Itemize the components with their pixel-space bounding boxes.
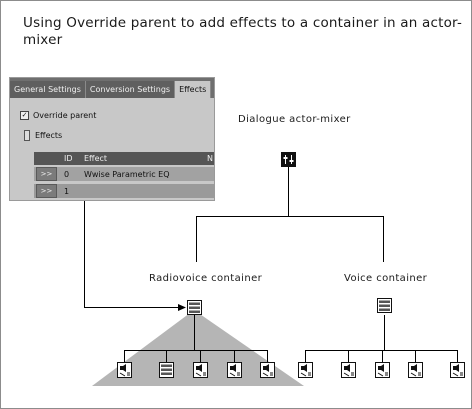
sound-icon <box>298 362 313 378</box>
effect-scope-triangle <box>92 310 304 386</box>
effects-group-label: Effects <box>35 131 63 140</box>
effects-table-header: ID Effect N <box>34 152 214 165</box>
sound-icon <box>227 362 242 378</box>
effect-id: 1 <box>64 186 70 196</box>
effect-id: 0 <box>64 169 70 179</box>
container-icon <box>159 362 174 378</box>
column-id[interactable]: ID <box>64 154 73 163</box>
column-n[interactable]: N <box>207 154 213 163</box>
override-parent-label: Override parent <box>33 111 97 120</box>
sound-icon <box>450 362 465 378</box>
diagram-title: Using Override parent to add effects to … <box>23 15 463 48</box>
table-row[interactable]: >> 0 Wwise Parametric EQ <box>34 167 214 181</box>
sound-icon <box>375 362 390 378</box>
radiovoice-container-label: Radiovoice container <box>149 273 263 284</box>
sound-icon <box>193 362 208 378</box>
actor-mixer-label: Dialogue actor-mixer <box>238 114 351 125</box>
effects-group: Effects <box>24 130 62 141</box>
callout-arrowhead <box>178 304 186 311</box>
tab-bar: General Settings Conversion Settings Eff… <box>10 78 214 98</box>
table-row[interactable]: >> 1 <box>34 184 214 198</box>
checkmark-icon[interactable]: ✓ <box>20 111 29 120</box>
property-editor-panel: General Settings Conversion Settings Eff… <box>10 78 214 200</box>
tab-effects[interactable]: Effects <box>175 81 212 98</box>
effect-browse-button[interactable]: >> <box>36 167 57 181</box>
container-icon <box>187 300 202 315</box>
override-parent-checkbox[interactable]: ✓ Override parent <box>20 111 96 120</box>
column-effect[interactable]: Effect <box>84 154 108 163</box>
sound-icon <box>260 362 275 378</box>
container-icon <box>377 298 392 313</box>
actor-mixer-icon <box>281 152 296 167</box>
collapse-icon[interactable] <box>24 130 30 141</box>
tab-conversion-settings[interactable]: Conversion Settings <box>85 81 176 98</box>
sound-icon <box>117 362 132 378</box>
voice-container-label: Voice container <box>344 273 428 284</box>
sound-icon <box>341 362 356 378</box>
effect-name: Wwise Parametric EQ <box>84 169 170 179</box>
effect-browse-button[interactable]: >> <box>36 184 57 198</box>
tab-general-settings[interactable]: General Settings <box>10 81 86 98</box>
sound-icon <box>408 362 423 378</box>
